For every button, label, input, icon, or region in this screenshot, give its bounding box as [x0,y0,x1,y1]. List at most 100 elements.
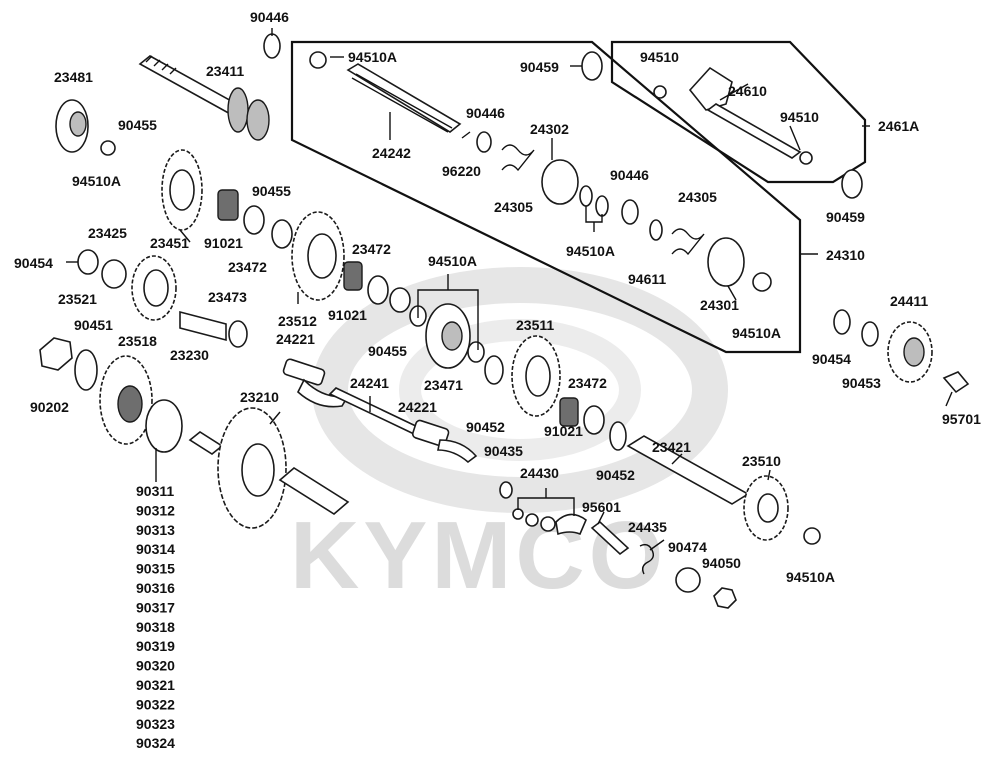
label-90459-a: 90459 [520,59,559,75]
clip-94510A-f [803,527,821,545]
label-90446-c: 90446 [610,167,649,183]
washer-90453 [861,321,879,347]
label-23425: 23425 [88,225,127,241]
label-94510A-d: 94510A [732,325,781,341]
label-23421: 23421 [652,439,691,455]
label-95601: 95601 [582,499,621,515]
assembly-box-24310 [290,40,802,354]
bolt-95601 [590,520,630,556]
label-24242: 24242 [372,145,411,161]
label-94510A-b: 94510A [72,173,121,189]
label-23521: 23521 [58,291,97,307]
ring-23425 [101,259,127,289]
label-24305-b: 24305 [678,189,717,205]
clip-94510A-b1 [579,185,593,207]
washer-90459-b [841,169,863,199]
fork-24221-a [282,358,350,408]
label-24610: 24610 [728,83,767,99]
washer-list-item: 90312 [136,502,175,518]
label-90455-c: 90455 [368,343,407,359]
label-94510A-c: 94510A [566,243,615,259]
washer-90454-b [833,309,851,335]
label-90452-a: 90452 [466,419,505,435]
part-labels: 90446 94510A 90459 94510 23481 23411 246… [14,9,981,585]
bearing-91021-c [559,397,579,427]
label-23518: 23518 [118,333,157,349]
label-23472-b: 23472 [352,241,391,257]
label-23510: 23510 [742,453,781,469]
spring-24305-a [501,144,535,172]
washer-set-90311 [145,399,183,453]
clip-94510A-d [752,272,772,292]
label-24305-a: 24305 [494,199,533,215]
label-90454-a: 90454 [14,255,53,271]
sprocket-24411 [887,321,933,383]
label-94510-b: 94510 [780,109,819,125]
label-24430: 24430 [520,465,559,481]
washer-list-item: 90323 [136,716,175,732]
label-90452-b: 90452 [596,467,635,483]
washer-90455-a [243,205,265,235]
spring-24305-b [671,228,705,256]
cover-23481 [55,99,89,153]
washer-90451 [74,349,98,391]
label-23471: 23471 [424,377,463,393]
spring-24435 [639,543,655,575]
label-91021-b: 91021 [328,307,367,323]
washer-90446-top [263,33,281,59]
washer-90446-b [476,131,492,153]
washer-90435 [499,481,513,499]
leader-lines [66,28,953,551]
gear-23510 [743,475,789,541]
label-24221-b: 24221 [398,399,437,415]
label-94510-a: 94510 [640,49,679,65]
label-90455-b: 90455 [252,183,291,199]
washer-90459-a [581,51,603,81]
washer-90455-c [389,287,411,313]
assembly-24430 [512,508,587,536]
label-90451: 90451 [74,317,113,333]
washer-list-item: 90315 [136,561,175,577]
shaft-23210 [188,407,350,529]
clip-94510A-a [309,51,327,69]
label-95701: 95701 [942,411,981,427]
washer-23472-a [271,219,293,249]
label-2461A: 2461A [878,118,919,134]
washer-90452-a [484,355,504,385]
label-94611: 94611 [628,271,666,287]
label-90446-b: 90446 [466,105,505,121]
washer-list-item: 90314 [136,541,175,557]
label-23472-a: 23472 [228,259,267,275]
label-94510A-f: 94510A [786,569,835,585]
label-23451: 23451 [150,235,189,251]
washer-90474 [675,567,701,593]
washer-90452-b [609,421,627,451]
washer-23472-c [583,405,605,435]
label-90459-b: 90459 [826,209,865,225]
label-24435: 24435 [628,519,667,535]
washer-list-item: 90320 [136,658,175,674]
kymco-watermark: KYMCO [290,267,728,609]
bolt-95701 [942,371,970,394]
label-23210: 23210 [240,389,279,405]
parts [39,33,970,609]
gear-23521 [131,255,177,321]
label-90202: 90202 [30,399,69,415]
label-24411: 24411 [890,293,928,309]
gear-23511 [511,335,561,417]
label-23472-c: 23472 [568,375,607,391]
washer-size-list: 9031190312903139031490315903169031790318… [136,483,175,751]
label-90446-top: 90446 [250,9,289,25]
clip-94510A-b2 [595,195,609,217]
clip-94510-b [799,151,813,165]
washer-90454-a [77,249,99,275]
washer-list-item: 90322 [136,696,175,712]
label-90474: 90474 [668,539,707,555]
gear-segment-24610 [688,66,733,111]
fork-24221-b [411,419,478,464]
shaft-24242 [346,63,462,133]
label-23473: 23473 [208,289,247,305]
clip-94510A-g [467,341,485,363]
label-24221-a: 24221 [276,331,315,347]
